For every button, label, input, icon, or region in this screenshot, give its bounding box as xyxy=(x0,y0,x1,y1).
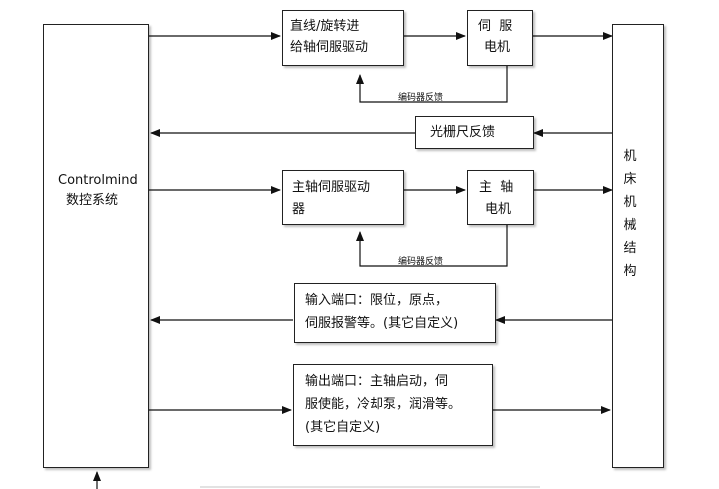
machine-structure-char-1: 机 xyxy=(623,149,637,164)
encoder-feedback-label-2: 编码器反馈 xyxy=(398,257,444,267)
machine-structure-char-3: 机 xyxy=(623,195,637,210)
output-port-line3: (其它自定义) xyxy=(305,420,381,435)
machine-structure-char-4: 械 xyxy=(623,218,637,233)
feed-servo-drive-block xyxy=(282,10,404,66)
cnc-system-block xyxy=(43,24,149,468)
feed-servo-drive-line2: 给轴伺服驱动 xyxy=(290,40,369,55)
input-port-block xyxy=(294,283,496,343)
encoder-feedback-label-1: 编码器反馈 xyxy=(398,93,444,103)
grating-feedback-label: 光栅尺反馈 xyxy=(430,125,496,140)
grating-feedback-block xyxy=(415,116,534,149)
spindle-servo-drive-line2: 器 xyxy=(292,202,306,217)
servo-motor-line1: 伺 服 xyxy=(478,19,513,34)
input-port-line2: 伺服报警等。(其它自定义) xyxy=(305,316,459,331)
encoder-feedback-1-path xyxy=(356,66,508,103)
servo-motor-block xyxy=(467,10,533,66)
output-port-line2: 服使能，冷却泵，润滑等。 xyxy=(305,397,462,412)
feed-servo-drive-line1: 直线/旋转进 xyxy=(290,19,360,34)
spindle-motor-block xyxy=(467,170,534,225)
machine-structure-char-5: 结 xyxy=(623,241,637,256)
input-port-line1: 输入端口：限位，原点， xyxy=(305,293,449,308)
machine-structure-char-2: 床 xyxy=(623,172,637,187)
cnc-system-label-line2: 数控系统 xyxy=(66,193,119,208)
cnc-system-label-line1: Controlmind xyxy=(58,173,138,188)
spindle-servo-drive-line1: 主轴伺服驱动 xyxy=(292,180,371,195)
machine-structure-char-6: 构 xyxy=(623,264,637,279)
spindle-motor-line2: 电机 xyxy=(485,202,512,217)
encoder-feedback-2-path xyxy=(356,225,508,267)
machine-structure-block xyxy=(612,24,664,468)
spindle-servo-drive-block xyxy=(282,170,404,225)
spindle-motor-line1: 主 轴 xyxy=(479,180,514,195)
servo-motor-line2: 电机 xyxy=(484,40,511,55)
output-port-line1: 输出端口：主轴启动，伺 xyxy=(305,374,449,389)
output-port-block xyxy=(293,364,493,446)
